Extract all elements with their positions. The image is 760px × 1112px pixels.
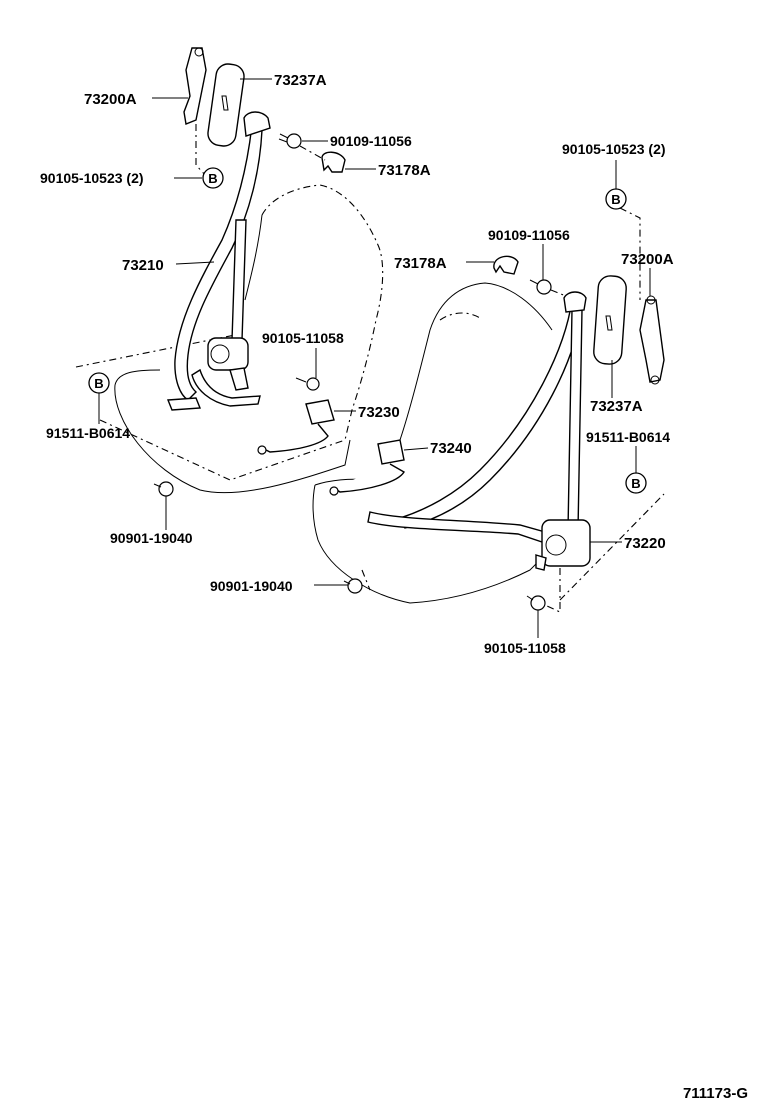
right-adjuster-bottom-eye (650, 375, 660, 385)
label-90901-19040-left: 90901-19040 (110, 530, 193, 546)
left-seat-cushion-outline (114, 369, 351, 494)
right-seat-cushion-outline (312, 484, 546, 604)
label-73237A-right: 73237A (590, 398, 643, 415)
right-seat-back-outline (399, 282, 553, 441)
svg-text:B: B (611, 192, 620, 207)
label-73178A-left: 73178A (378, 162, 431, 179)
right-cap-73178A-icon (493, 255, 519, 275)
label-73200A-left: 73200A (84, 91, 137, 108)
left-lap-belt (191, 368, 261, 407)
right-lap-belt (367, 511, 546, 543)
label-73210: 73210 (122, 257, 164, 274)
label-90105-11058-left: 90105-11058 (262, 330, 344, 346)
right-floor-line-a (361, 569, 371, 591)
right-adjuster-top-eye (646, 295, 656, 305)
left-cap-73178A-icon (321, 151, 346, 173)
right-belt-webbing (399, 298, 583, 529)
ref-marker-b-right-top: B (605, 188, 627, 210)
right-pillar-cover (593, 275, 627, 365)
left-retractor (207, 337, 249, 371)
left-shoulder-adjuster (183, 47, 207, 125)
left-cover-slot (221, 95, 229, 111)
label-73178A-right: 73178A (394, 255, 447, 272)
left-seat-assembly (75, 47, 384, 497)
right-bolt-to-anchor-dash (550, 289, 567, 297)
right-bolt-90901-icon (343, 578, 363, 594)
label-91511-B0614-right: 91511-B0614 (586, 429, 670, 445)
label-90105-10523-right: 90105-10523 (2) (562, 141, 666, 157)
svg-text:B: B (631, 476, 640, 491)
right-retractor-spool (545, 534, 567, 556)
right-shoulder-adjuster (639, 299, 665, 383)
label-90105-11058-right: 90105-11058 (484, 640, 566, 656)
right-bolt-90105-11058-icon (526, 595, 546, 611)
left-adjuster-to-b-dash (195, 124, 207, 177)
svg-text:B: B (208, 171, 217, 186)
left-lower-anchor (166, 397, 202, 411)
left-seat-back-inner (244, 214, 263, 301)
part-labels: 73200A 73237A 90109-11056 90105-10523 (2… (40, 72, 674, 656)
svg-text:B: B (94, 376, 103, 391)
label-90901-19040-right: 90901-19040 (210, 578, 293, 594)
right-buckle-73240-icon (329, 439, 405, 496)
ref-marker-b-left-top: B (202, 167, 224, 189)
right-cover-slot (605, 315, 613, 331)
label-73230: 73230 (358, 404, 400, 421)
right-retractor-tab (535, 554, 547, 571)
left-retractor-bracket (229, 367, 249, 391)
right-b-to-adjuster-dash (619, 207, 641, 300)
right-seat-assembly (312, 207, 665, 613)
left-pillar-cover (207, 63, 245, 147)
label-73240: 73240 (430, 440, 472, 457)
left-bolt-to-cap-dash (299, 145, 326, 161)
label-90109-11056-right: 90109-11056 (488, 227, 570, 243)
label-73200A-right: 73200A (621, 251, 674, 268)
label-73237A-left: 73237A (274, 72, 327, 89)
leader-lines (98, 78, 651, 638)
left-seat-back-outline (261, 184, 384, 441)
left-bolt-90105-11058-icon (295, 377, 320, 391)
left-upper-anchor (243, 111, 271, 137)
right-retractor-to-bolt-dash (544, 568, 561, 613)
label-90109-11056-left: 90109-11056 (330, 133, 412, 149)
figure-code: 711173-G (683, 1085, 748, 1102)
label-73220: 73220 (624, 535, 666, 552)
ref-marker-b-left-floor: B (88, 372, 110, 394)
left-buckle-73230-icon (257, 399, 335, 455)
left-floor-line-b (99, 419, 346, 481)
label-90105-10523-left: 90105-10523 (2) (40, 170, 144, 186)
left-adjuster-top-eye (194, 47, 204, 57)
left-retractor-spool (210, 344, 230, 364)
right-upper-anchor (563, 291, 587, 313)
label-91511-B0614-left: 91511-B0614 (46, 425, 130, 441)
left-bolt-90901-icon (153, 481, 174, 497)
right-seat-back-dash (439, 312, 481, 321)
ref-marker-b-right-floor: B (625, 472, 647, 494)
right-floor-line-b (559, 493, 665, 601)
left-bolt-90109-icon (278, 133, 302, 149)
right-bolt-90109-icon (529, 279, 552, 295)
